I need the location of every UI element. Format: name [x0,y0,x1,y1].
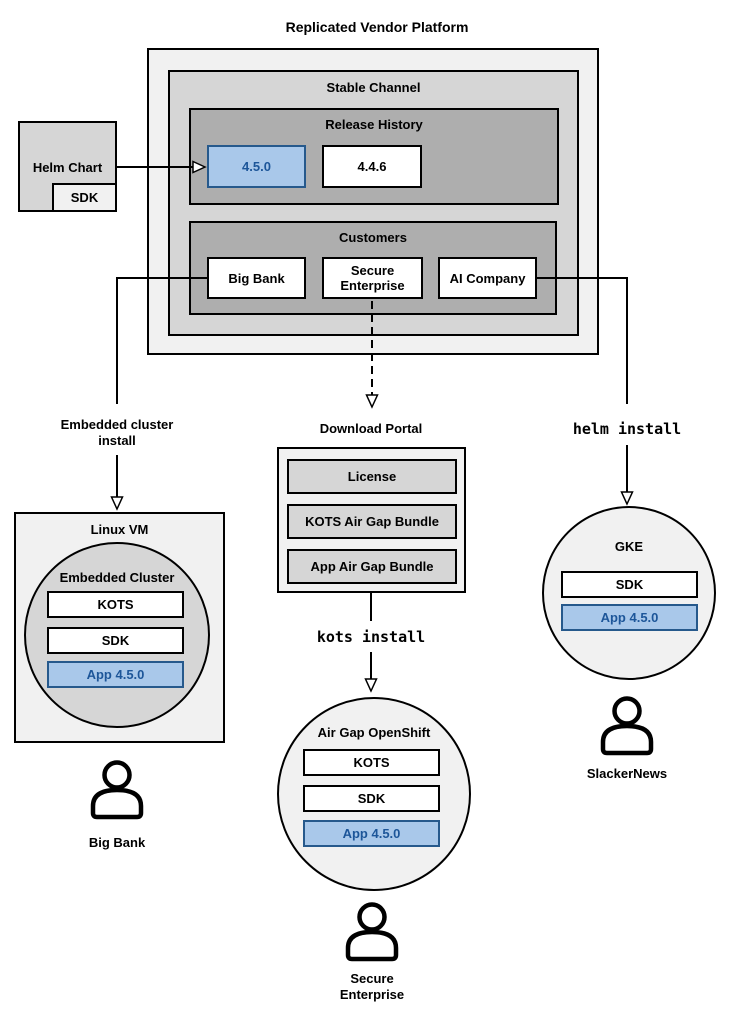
release-history-label: Release History [325,117,423,132]
gke-app: App 4.5.0 [561,604,698,631]
helm-install-label: helm install [572,420,682,438]
embedded-cluster-label: Embedded Cluster [59,570,175,585]
user-slackernews-label: SlackerNews [586,766,668,781]
embedded-cluster-install-label: Embedded cluster install [60,417,174,448]
arrowhead-down-icon [364,678,378,693]
openshift-kots: KOTS [303,749,440,776]
helm-chart-sdk-box: SDK [52,183,117,212]
user-secure-enterprise-label: Secure Enterprise [339,971,405,1002]
user-big-bank-label: Big Bank [88,835,146,850]
release-4-5-0: 4.5.0 [207,145,306,188]
linux-vm-title: Linux VM [90,522,149,537]
arrowhead-down-icon [620,491,634,506]
download-portal-license: License [287,459,457,494]
download-portal-kots-bundle: KOTS Air Gap Bundle [287,504,457,539]
arrowhead-down-icon [110,496,124,511]
customer-ai-company: AI Company [438,257,537,299]
big-bank-person-icon [90,760,144,820]
openshift-sdk: SDK [303,785,440,812]
linux-vm-kots: KOTS [47,591,184,618]
openshift-app: App 4.5.0 [303,820,440,847]
gke-title: GKE [614,539,644,554]
gke-sdk: SDK [561,571,698,598]
secure-enterprise-person-icon [345,902,399,962]
airgap-openshift-title: Air Gap OpenShift [317,725,431,740]
diagram-title: Replicated Vendor Platform [285,19,469,35]
stable-channel-label: Stable Channel [326,80,421,95]
arrowhead-down-icon [365,394,379,409]
linux-vm-sdk: SDK [47,627,184,654]
linux-vm-app: App 4.5.0 [47,661,184,688]
customer-secure-enterprise: Secure Enterprise [322,257,423,299]
download-portal-title: Download Portal [319,421,423,436]
helm-chart-label: Helm Chart [32,160,103,175]
customer-big-bank: Big Bank [207,257,306,299]
release-4-4-6: 4.4.6 [322,145,422,188]
customers-label: Customers [339,230,407,245]
slackernews-person-icon [600,696,654,756]
kots-install-label: kots install [316,628,426,646]
download-portal-app-bundle: App Air Gap Bundle [287,549,457,584]
